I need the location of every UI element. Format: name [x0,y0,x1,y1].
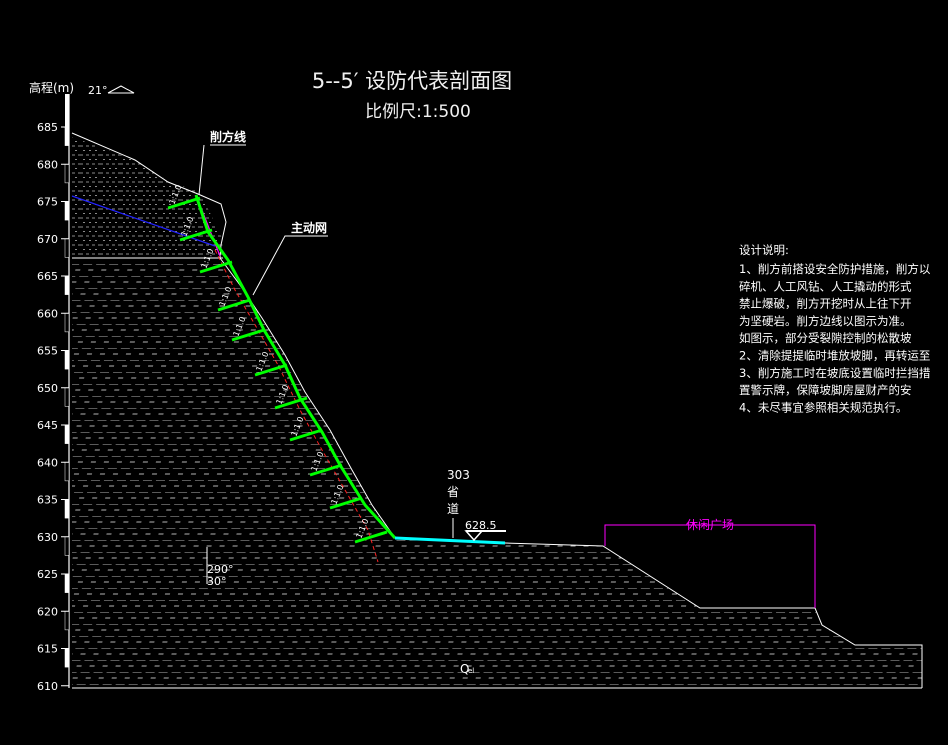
road-surface [394,536,506,545]
notes-line: 3、削方施工时在坡底设置临时拦挡措 [739,366,931,380]
notes-heading: 设计说明: [739,243,789,257]
axis-tick-label: 675 [37,196,58,209]
axis-label: 高程(m) [29,80,74,95]
footer-sub: el [468,667,474,675]
axis-scale-segment [64,201,70,221]
notes-line: 2、清除提提临时堆放坡脚，再转运至 [739,349,930,363]
cut-line-callout: 削方线 [198,129,246,196]
axis-tick-label: 665 [37,270,58,283]
notes-line: 禁止爆破，削方开挖时从上往下开 [739,297,912,311]
notes-line: 4、未尽事宜参照相关规范执行。 [739,400,907,414]
geology-symbol: Q el [460,662,474,676]
notes-line: 如图示，部分受裂隙控制的松散坡 [739,331,912,345]
notes-line: 为坚硬岩。削方边线以图示为准。 [739,314,912,328]
axis-tick-label: 635 [37,494,58,507]
provincial-road: 303 省 道 628.5 [394,468,506,545]
elevation-axis: 高程(m) 21° 685 680 675 670 665 660 655 650 645 640… [29,80,135,693]
axis-scale-segment [64,275,70,295]
axis-scale-segment [64,462,70,482]
axis-tick-label: 650 [37,382,58,395]
axis-tick-label: 620 [37,605,58,618]
net-bench [329,496,363,510]
dip-bottom-b: 30° [207,575,227,588]
drawing-title: 5--5′ 设防代表剖面图 [312,69,512,93]
axis-scale-segment [64,573,70,593]
leisure-plaza: 休闲广场 [604,518,816,608]
dip-bottom-a: 290° [207,563,234,576]
road-label-1: 303 [447,468,470,482]
axis-tick-label: 645 [37,419,58,432]
cut-line-label: 削方线 [210,129,246,144]
net-bench [167,196,201,210]
axis-scale-segment [64,164,70,184]
axis-tick-label: 680 [37,158,58,171]
axis-tick-label: 655 [37,345,58,358]
net-bench [199,260,233,274]
axis-scale-segment [64,499,70,519]
axis-scale-segment [64,350,70,370]
axis-scale-segment [65,94,69,127]
axis-tick-label: 615 [37,643,58,656]
axis-scale-segment [64,648,70,668]
axis-bar [64,94,70,668]
axis-tick-label: 670 [37,233,58,246]
axis-scale-segment [64,424,70,444]
net-bench [179,228,213,242]
axis-scale-segment [64,611,70,631]
axis-tick-label: 625 [37,568,58,581]
axis-tick-label: 610 [37,680,58,693]
net-bench [217,298,251,312]
axis-ticks: 685 680 675 670 665 660 655 650 645 640 635 630 625 6… [37,121,69,693]
soil-layer [72,137,223,258]
axis-scale-segment [64,536,70,556]
net-bench [309,463,343,477]
dip-annotation: 290° 30° [206,547,234,588]
notes-line: 1、削方前搭设安全防护措施，削方以 [739,262,931,276]
footer-mark: Q [460,662,469,676]
axis-scale-segment [64,238,70,258]
plaza-label: 休闲广场 [686,518,734,532]
active-net-label: 主动网 [291,220,327,235]
red-dashed-line [214,249,379,563]
axis-scale-segment [64,387,70,407]
road-label-2: 省 [447,485,459,499]
axis-tick-label: 640 [37,456,58,469]
notes-line: 碎机、人工风钻、人工撬动的形式 [739,279,912,293]
road-label-3: 道 [447,502,459,516]
net-bench [254,363,288,377]
net-bench [231,328,265,342]
elevation-mark-label: 628.5 [465,519,497,532]
design-notes: 设计说明: 1、削方前搭设安全防护措施，削方以 碎机、人工风钻、人工撬动的形式 … [739,243,931,414]
axis-tick-label: 660 [37,307,58,320]
ground-profile [71,132,227,259]
net-bench [274,396,308,410]
axis-scale-segment [64,313,70,333]
axis-tick-label: 685 [37,121,58,134]
dip-top-symbol [107,85,135,94]
axis-scale-segment [64,126,70,146]
active-net-callout: 主动网 [252,220,328,296]
drawing-scale: 比例尺:1:500 [365,102,471,122]
axis-tick-label: 630 [37,531,58,544]
net-bench [354,530,388,544]
net-bench [289,428,323,442]
dip-top-label: 21° [88,84,108,97]
notes-line: 置警示牌，保障坡脚房屋财产的安 [739,383,912,397]
